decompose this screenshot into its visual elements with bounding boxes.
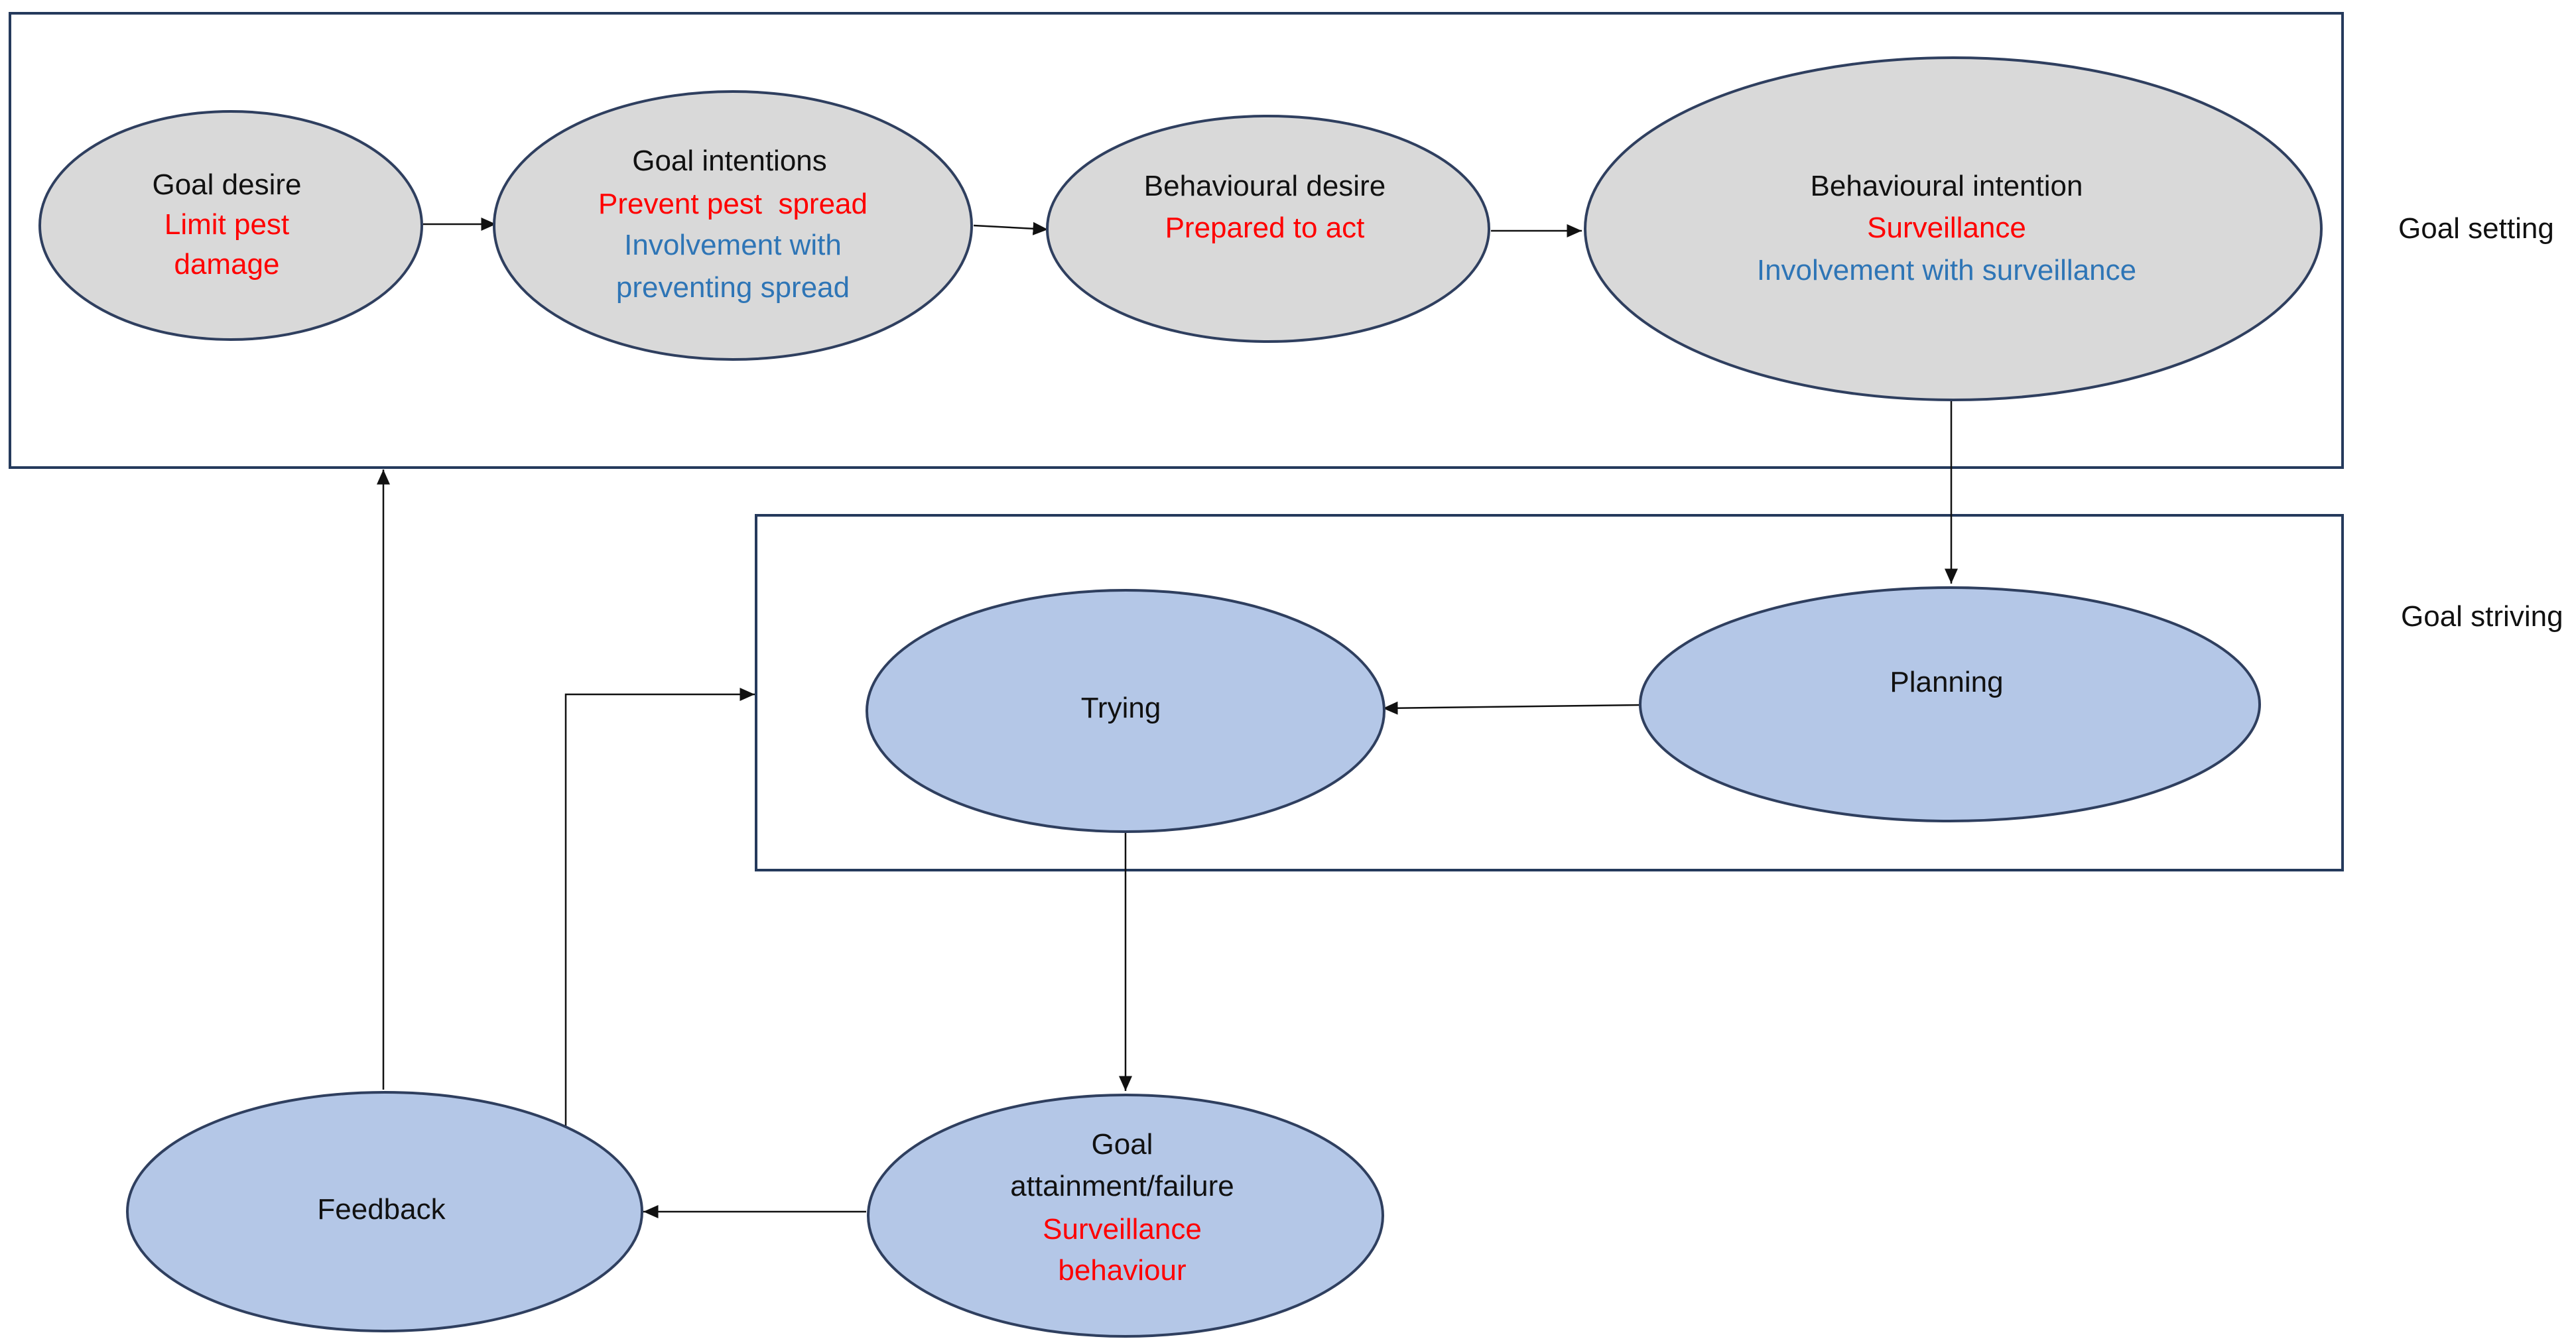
- goal-striving-frame: [755, 514, 2344, 871]
- goal-intentions-red-line-1: Prevent pest spread: [598, 188, 868, 220]
- node-goal-desire: Goal desire Limit pest damage: [38, 110, 423, 341]
- goal-desire-title: Goal desire: [152, 168, 301, 201]
- goal-setting-frame: [9, 12, 2344, 469]
- goal-desire-red-line-2: damage: [174, 248, 279, 281]
- goal-attainment-title-line-2: attainment/failure: [1010, 1170, 1234, 1202]
- goal-desire-ellipse: [38, 110, 423, 341]
- node-goal-intentions: Goal intentions Prevent pest spread Invo…: [493, 90, 973, 361]
- trying-ellipse: [866, 589, 1385, 833]
- arrow-goal-intentions-to-behavioural-desire: [973, 222, 1049, 235]
- behavioural-desire-ellipse: [1046, 115, 1490, 343]
- feedback-title: Feedback: [317, 1193, 446, 1226]
- goal-attainment-red-line-2: behaviour: [1058, 1254, 1186, 1287]
- planning-title: Planning: [1890, 666, 2003, 698]
- goal-intentions-ellipse: [493, 90, 973, 361]
- behavioural-desire-title: Behavioural desire: [1144, 170, 1385, 202]
- node-behavioural-desire: Behavioural desire Prepared to act: [1046, 115, 1490, 343]
- goal-intentions-title: Goal intentions: [632, 145, 827, 177]
- behavioural-intention-blue-line-1: Involvement with surveillance: [1757, 254, 2136, 287]
- trying-title: Trying: [1081, 692, 1161, 724]
- node-behavioural-intention: Behavioural intention Surveillance Invol…: [1584, 56, 2323, 401]
- goal-striving-label: Goal striving: [2401, 600, 2563, 633]
- behavioural-desire-red-line-1: Prepared to act: [1165, 212, 1365, 244]
- goal-desire-red-line-1: Limit pest: [164, 208, 289, 241]
- goal-attainment-title-line-1: Goal: [1092, 1128, 1153, 1161]
- behavioural-intention-title: Behavioural intention: [1811, 170, 2083, 202]
- feedback-ellipse: [126, 1091, 643, 1332]
- arrow-planning-to-trying: [1382, 701, 1641, 715]
- goal-setting-label: Goal setting: [2398, 212, 2554, 245]
- node-planning: Planning: [1639, 586, 2261, 822]
- arrow-feedback-to-goal-striving: [564, 688, 755, 1127]
- goal-intentions-blue-line-1: Involvement with: [624, 229, 842, 261]
- goal-attainment-red-line-1: Surveillance: [1043, 1213, 1202, 1245]
- node-trying: Trying: [866, 589, 1385, 833]
- node-feedback: Feedback: [126, 1091, 643, 1332]
- goal-intentions-blue-line-2: preventing spread: [616, 271, 850, 304]
- behavioural-intention-ellipse: [1584, 56, 2323, 401]
- node-goal-attainment: Goal attainment/failure Surveillance beh…: [867, 1094, 1384, 1338]
- planning-ellipse: [1639, 586, 2261, 822]
- goal-attainment-ellipse: [867, 1094, 1384, 1338]
- behavioural-intention-red-line-1: Surveillance: [1867, 212, 2026, 244]
